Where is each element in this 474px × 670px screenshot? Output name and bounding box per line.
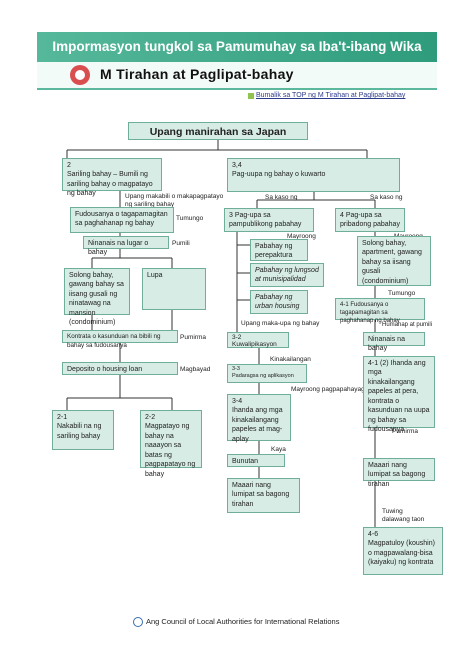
move-in-box-left: Maaari nang lumipat sa bagong tirahan (227, 478, 300, 513)
private-housing-box: 4 Pag-upa sa pribadong pabahay (335, 208, 405, 232)
purchase-contract-box: Kontrata o kasunduan na bibili ng bahay … (62, 330, 178, 349)
banner-title: Impormasyon tungkol sa Pamumuhay sa Iba'… (52, 39, 422, 54)
bought-house-box: 2-1 Nakabili na ng sariling bahay (52, 410, 114, 450)
realtor-box-right: 4-1 Fudousanya o tagapamagitan sa paghah… (335, 298, 425, 324)
announcement-label: Mayroong pagpapahayag (291, 386, 365, 393)
prepare-documents-box: 3-4 Ihanda ang mga kinakailangang papele… (227, 394, 291, 443)
header-divider (37, 88, 437, 90)
in-case-label-2: Sa kaso ng (370, 194, 403, 201)
go-label-left: Tumungo (176, 215, 204, 222)
build-house-box: 2-2 Magpatayo ng bahay na naaayon sa bat… (140, 410, 202, 478)
realtor-box-left: Fudousanya o tagapamagitan sa paghahanap… (70, 207, 174, 233)
rental-contract-box: 4-1 (2) Ihanda ang mga kinakailangang pa… (363, 356, 435, 433)
page-banner: Impormasyon tungkol sa Pamumuhay sa Iba'… (37, 32, 437, 62)
sign-label-left: Pumirma (180, 334, 207, 341)
city-housing-box: Pabahay ng lungsod at munisipalidad (250, 263, 324, 287)
renew-cancel-box: 4-6 Magpatuloy (koushin) o magpawalang-b… (363, 527, 443, 575)
choose-label: Pumili (172, 240, 190, 247)
go-label-right: Tumungo (388, 290, 416, 297)
deposit-loan-box: Deposito o housing loan (62, 362, 178, 375)
pay-label: Magbayad (180, 366, 211, 373)
required-label: Kinakailangan (270, 356, 311, 363)
there-is-label-1: Mayroong (287, 233, 316, 240)
back-arrow-icon[interactable] (248, 93, 254, 99)
land-box: Lupa (142, 268, 206, 310)
rent-box: 3,4 Pag-uupa ng bahay o kuwarto (227, 158, 400, 192)
house-types-box-right: Solong bahay, apartment, gawang bahay sa… (357, 236, 431, 286)
find-choose-label: Humanap at pumili (382, 322, 433, 328)
able-label: Kaya (271, 446, 286, 453)
move-in-box-right: Maaari nang lumipat sa bagong tirahan (363, 458, 435, 488)
house-types-box-left: Solong bahay, gawang bahay sa iisang gus… (64, 268, 130, 326)
desired-house-box: Ninanais na bahay (363, 332, 425, 352)
main-topic-box: Upang manirahan sa Japan (128, 122, 308, 140)
urban-housing-box: Pabahay ng urban housing (250, 290, 308, 314)
prefecture-housing-box: Pabahay ng perepaktura (250, 239, 308, 261)
every-two-years-label: Tuwing dalawang taon (382, 508, 425, 524)
section-title: M Tirahan at Paglipat-bahay (100, 66, 294, 82)
footer-org: Ang Council of Local Authorities for Int… (146, 617, 340, 626)
to-rent-label: Upang maka-upa ng bahay (241, 320, 320, 327)
own-house-box: 2 Sariling bahay – Bumili ng sariling ba… (62, 158, 162, 197)
clair-logo-icon (133, 617, 143, 627)
section-logo-icon (70, 65, 90, 85)
back-to-top-link[interactable]: Bumalik sa TOP ng M Tirahan at Paglipat-… (256, 92, 406, 99)
sign-label-right: Pumirma (392, 428, 419, 435)
public-housing-box: 3 Pag-upa sa pampublikong pabahay (224, 208, 314, 232)
to-buy-label: Upang makabili o makapagpatayo ng sarili… (125, 193, 224, 209)
desired-place-box: Ninanais na lugar o bahay (83, 236, 169, 256)
in-case-label-1: Sa kaso ng (265, 194, 298, 201)
qualification-box: 3-2 Kuwalipikasyon (227, 332, 289, 348)
lottery-box: Bunutan (227, 454, 285, 467)
application-box: 3-3 Padaragsa ng aplikasyon (227, 364, 307, 383)
subtitle-bar (37, 62, 437, 88)
